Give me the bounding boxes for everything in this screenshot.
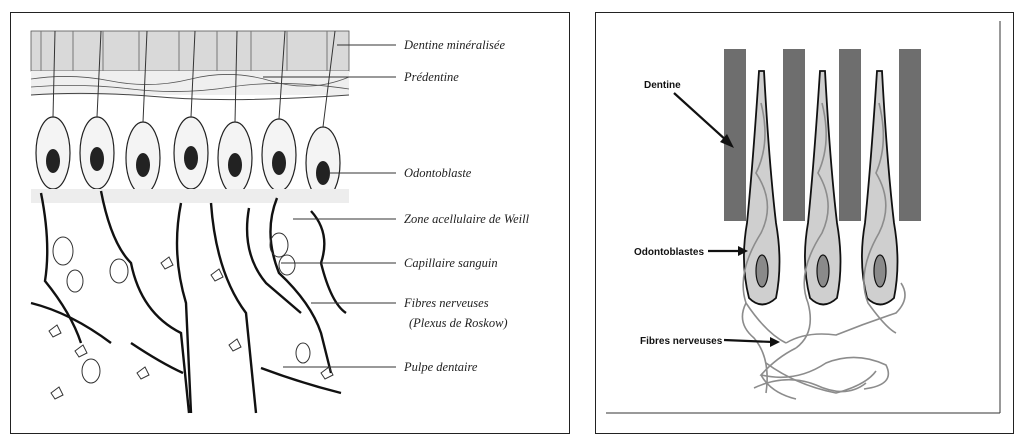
arrow-heads: [720, 134, 780, 347]
predentine-layer: [30, 71, 350, 101]
label-fibres-nerveuses: Fibres nerveuses: [640, 336, 723, 347]
nerve-fibres: [741, 102, 906, 400]
label-pulpe: Pulpe dentaire: [403, 360, 478, 374]
dentine-layer: [30, 30, 350, 72]
odontoblast-processes: [52, 30, 336, 128]
cell-free-zone: [31, 189, 349, 203]
label-capillaire: Capillaire sanguin: [404, 256, 498, 270]
odontoblast-nuclei: [755, 254, 887, 288]
label-odontoblastes: Odontoblastes: [634, 247, 704, 258]
label-fibres-line2: (Plexus de Roskow): [409, 316, 508, 330]
odontoblast-nuclei: [46, 146, 330, 185]
schematic-drawing: Dentine Odontoblastes Fibres nerveuses: [606, 21, 1001, 414]
label-fibres-line1: Fibres nerveuses: [403, 296, 489, 310]
label-dentine-mineralisee: Dentine minéralisée: [403, 38, 505, 52]
histology-drawing-panel: Dentine minéralisée Prédentine Odontobla…: [10, 12, 570, 434]
histology-drawing: Dentine minéralisée Prédentine Odontobla…: [30, 30, 530, 414]
label-predentine: Prédentine: [403, 70, 459, 84]
right-leader-arrows: [673, 92, 774, 344]
nerve-fibres: [30, 190, 347, 414]
label-odontoblaste: Odontoblaste: [404, 166, 472, 180]
label-zone-acellulaire: Zone acellulaire de Weill: [404, 212, 530, 226]
left-leader-lines: [263, 44, 396, 368]
dentine-bars: [724, 49, 921, 221]
schematic-panel: Dentine Odontoblastes Fibres nerveuses: [595, 12, 1014, 434]
label-dentine: Dentine: [644, 80, 681, 91]
pulp-cells: [48, 232, 334, 400]
